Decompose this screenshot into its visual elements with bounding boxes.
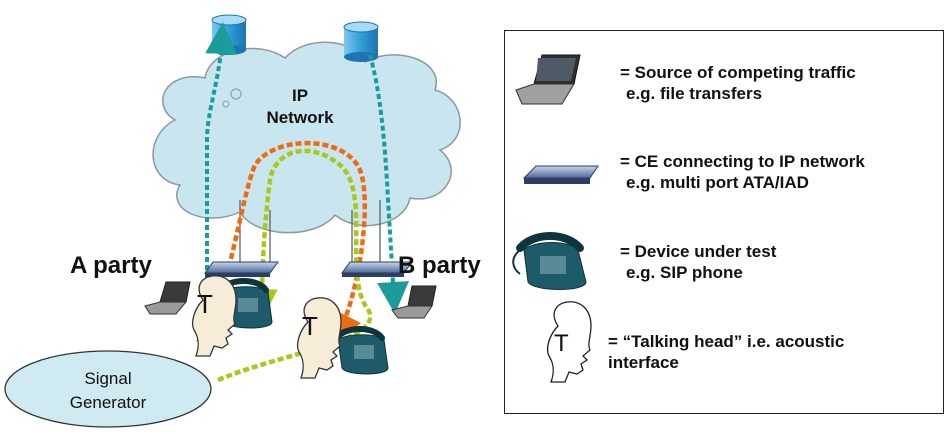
legend-box xyxy=(504,30,944,414)
legend-item-line2: e.g. SIP phone xyxy=(626,263,743,282)
talking-head-icon xyxy=(191,275,237,357)
a-party-label: A party xyxy=(70,252,152,279)
legend-item-laptop: = Source of competing traffic e.g. file … xyxy=(620,62,856,104)
orange-voice-arrow xyxy=(196,140,367,345)
talking-head-glyph: T xyxy=(554,330,569,357)
cloud-label-line1: IP xyxy=(291,86,309,105)
teal-download-arrow xyxy=(368,54,409,314)
cloud-label: IP Network xyxy=(240,85,360,129)
talking-head-icon xyxy=(296,297,342,379)
signal-generator-label: Signal Generator xyxy=(43,367,173,415)
modem-icon xyxy=(341,261,413,277)
legend-item-talking-head: = “Talking head” i.e. acoustic interface xyxy=(608,331,844,373)
legend-item-line1: = Source of competing traffic xyxy=(620,63,856,82)
teal-upload-arrow xyxy=(205,22,238,318)
signal-generator-line1: Signal xyxy=(84,369,132,388)
legend-item-line1: = Device under test xyxy=(620,242,777,261)
modem-icon xyxy=(204,261,279,277)
legend-item-line2: e.g. file transfers xyxy=(626,84,763,103)
ip-network-cloud xyxy=(152,41,461,234)
b-party-label: B party xyxy=(398,252,481,279)
laptop-icon xyxy=(391,285,437,319)
talking-head-icon xyxy=(546,301,592,383)
talking-head-glyph: T xyxy=(302,311,318,341)
phone-icon xyxy=(333,326,389,375)
laptop-icon xyxy=(144,281,191,315)
legend-item-phone: = Device under test e.g. SIP phone xyxy=(620,241,776,283)
talking-head-glyph: T xyxy=(197,289,213,319)
legend-item-modem: = CE connecting to IP network e.g. multi… xyxy=(620,151,865,193)
cloud-label-line2: Network xyxy=(266,108,334,127)
server-cylinder-left xyxy=(211,14,247,55)
legend-item-line1: = CE connecting to IP network xyxy=(620,152,865,171)
signal-generator-line2: Generator xyxy=(69,393,147,412)
legend-item-line1: = “Talking head” i.e. acoustic xyxy=(608,332,845,351)
phone-icon xyxy=(512,232,587,290)
legend-item-line2: e.g. multi port ATA/IAD xyxy=(626,173,809,192)
modem-icon xyxy=(522,165,599,184)
signal-generator xyxy=(4,350,212,428)
laptop-icon xyxy=(515,54,581,105)
legend-item-line2: interface xyxy=(608,353,679,372)
server-cylinder-right xyxy=(343,21,379,62)
